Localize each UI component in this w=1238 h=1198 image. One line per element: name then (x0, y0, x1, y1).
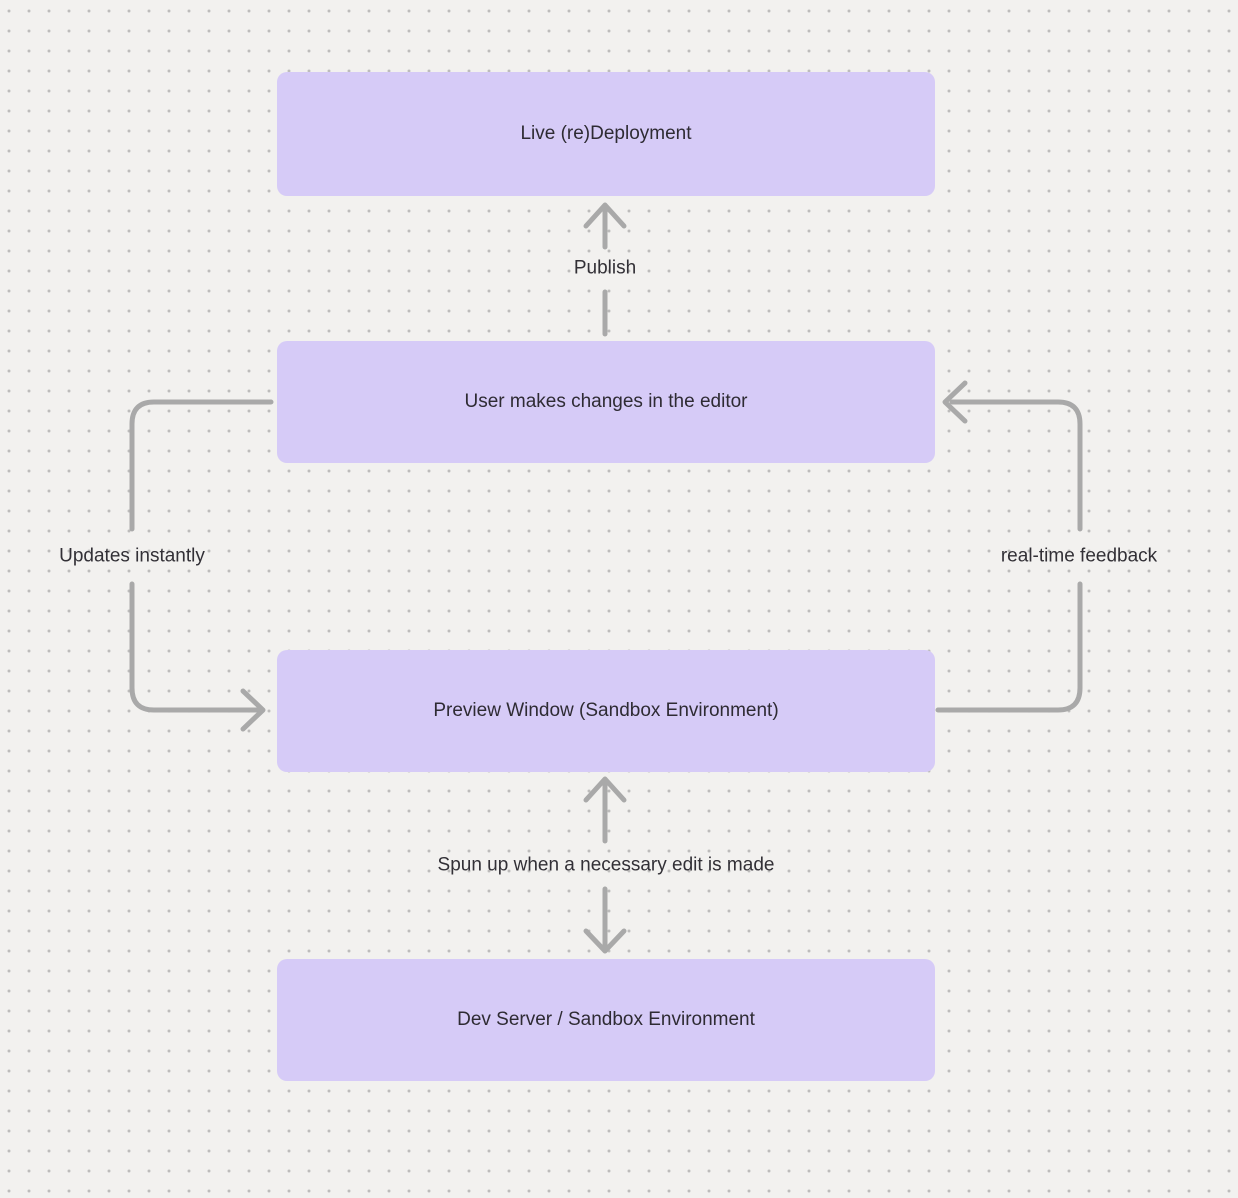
edge-feedback-lower-segment (935, 581, 1083, 713)
arrowhead-down-icon (583, 928, 627, 954)
edge-label-real-time-feedback: real-time feedback (1000, 545, 1158, 567)
node-preview-window-label: Preview Window (Sandbox Environment) (433, 699, 779, 721)
node-user-editor[interactable]: User makes changes in the editor (277, 341, 935, 463)
edge-label-publish: Publish (573, 257, 637, 279)
edge-updates-upper-segment (129, 399, 274, 532)
edge-label-spun-up: Spun up when a necessary edit is made (437, 854, 775, 876)
edge-feedback-upper-segment (949, 399, 1083, 532)
node-live-redeployment[interactable]: Live (re)Deployment (277, 72, 935, 196)
node-live-redeployment-label: Live (re)Deployment (520, 122, 692, 144)
edge-label-updates-instantly: Updates instantly (59, 545, 205, 567)
arrowhead-up-icon (583, 776, 627, 803)
edge-updates-lower-segment (129, 581, 261, 713)
arrowhead-left-icon (942, 380, 968, 424)
node-preview-window[interactable]: Preview Window (Sandbox Environment) (277, 650, 935, 772)
node-user-editor-label: User makes changes in the editor (464, 390, 748, 412)
node-dev-server-label: Dev Server / Sandbox Environment (457, 1008, 755, 1030)
arrowhead-up-icon (583, 202, 627, 229)
node-dev-server[interactable]: Dev Server / Sandbox Environment (277, 959, 935, 1081)
arrowhead-right-icon (240, 688, 266, 732)
